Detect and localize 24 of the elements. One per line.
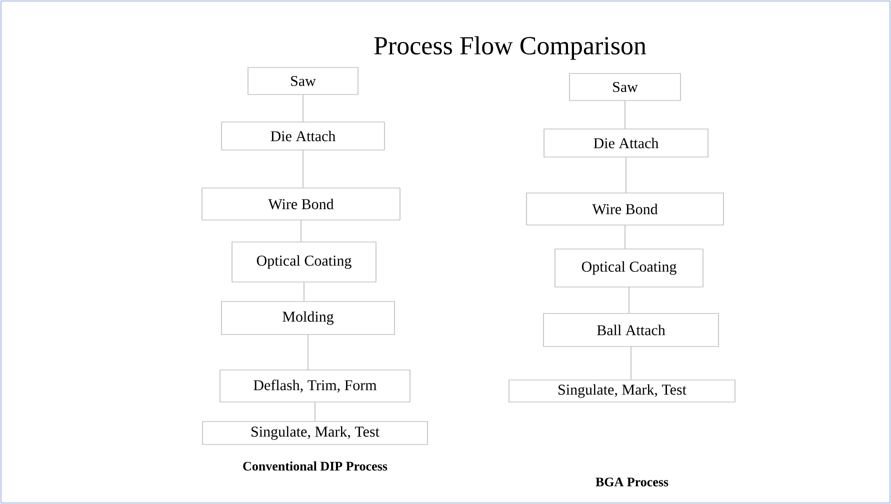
connector-line [630, 346, 632, 380]
connector-line [314, 402, 316, 422]
process-box: Molding [221, 301, 395, 335]
process-box: Wire Bond [202, 188, 400, 220]
process-box: Wire Bond [526, 192, 724, 226]
connector-line [300, 220, 302, 242]
connector-line [624, 225, 626, 249]
process-box: Saw [248, 67, 358, 95]
connector-line [624, 100, 626, 129]
process-box: Optical Coating [232, 242, 376, 282]
caption: Conventional DIP Process [243, 461, 388, 471]
process-box: Die Attach [221, 122, 385, 150]
connector-line [628, 287, 630, 314]
connector-line [302, 94, 304, 122]
process-box: Singulate, Mark, Test [202, 421, 428, 445]
process-box: Optical Coating [554, 248, 704, 288]
title: Process Flow Comparison [374, 36, 646, 60]
connector-line [302, 150, 304, 188]
process-box: Singulate, Mark, Test [508, 380, 736, 402]
process-box: Ball Attach [543, 313, 719, 347]
caption: BGA Process [596, 478, 668, 486]
process-box: Die Attach [544, 128, 708, 158]
process-box: Saw [569, 73, 681, 101]
process-box: Deflash, Trim, Form [220, 370, 410, 402]
